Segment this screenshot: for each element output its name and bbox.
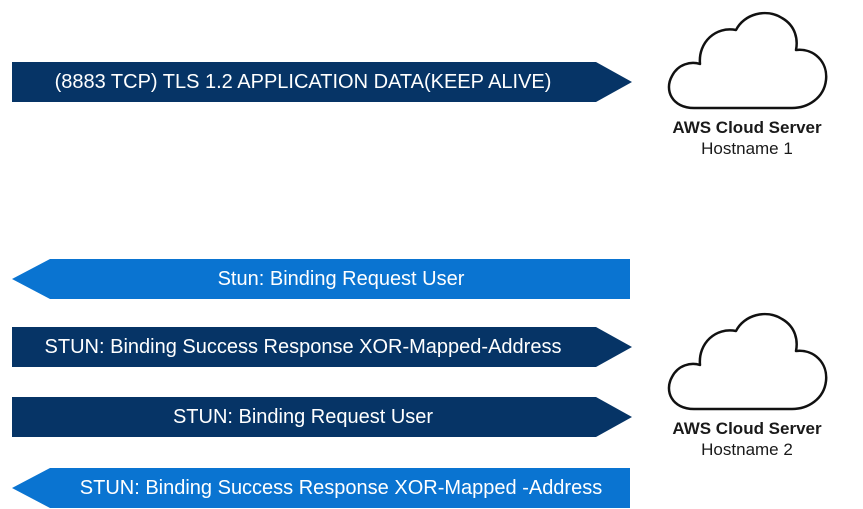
arrow-label: STUN: Binding Request User — [172, 405, 434, 428]
arrow-tls-keepalive: (8883 TCP) TLS 1.2 APPLICATION DATA(KEEP… — [12, 62, 632, 102]
server-hostname: Hostname 2 — [701, 440, 793, 459]
server-hostname-1: AWS Cloud Server Hostname 1 — [647, 6, 847, 159]
arrow-shape — [12, 468, 630, 508]
arrow-stun-binding-request-right: STUN: Binding Request User — [12, 397, 632, 437]
server-name: AWS Cloud Server — [672, 118, 822, 137]
arrow-shape — [12, 397, 632, 437]
cloud-icon — [667, 312, 828, 411]
arrow-label: Stun: Binding Request User — [217, 267, 465, 290]
arrow-shape — [12, 62, 632, 102]
server-name: AWS Cloud Server — [672, 419, 822, 438]
arrow-stun-success-response-left: STUN: Binding Success Response XOR-Mappe… — [12, 468, 630, 508]
arrow-label: STUN: Binding Success Response XOR-Mappe… — [79, 476, 603, 499]
arrow-shape — [12, 327, 632, 367]
arrow-label: (8883 TCP) TLS 1.2 APPLICATION DATA(KEEP… — [54, 70, 552, 93]
arrow-stun-binding-request-left: Stun: Binding Request User — [12, 259, 630, 299]
arrow-shape — [12, 259, 630, 299]
arrow-stun-success-response-right: STUN: Binding Success Response XOR-Mappe… — [12, 327, 632, 367]
cloud-icon — [667, 11, 828, 110]
server-hostname-2: AWS Cloud Server Hostname 2 — [647, 307, 847, 460]
arrow-label: STUN: Binding Success Response XOR-Mappe… — [44, 335, 562, 358]
server-hostname: Hostname 1 — [701, 139, 793, 158]
